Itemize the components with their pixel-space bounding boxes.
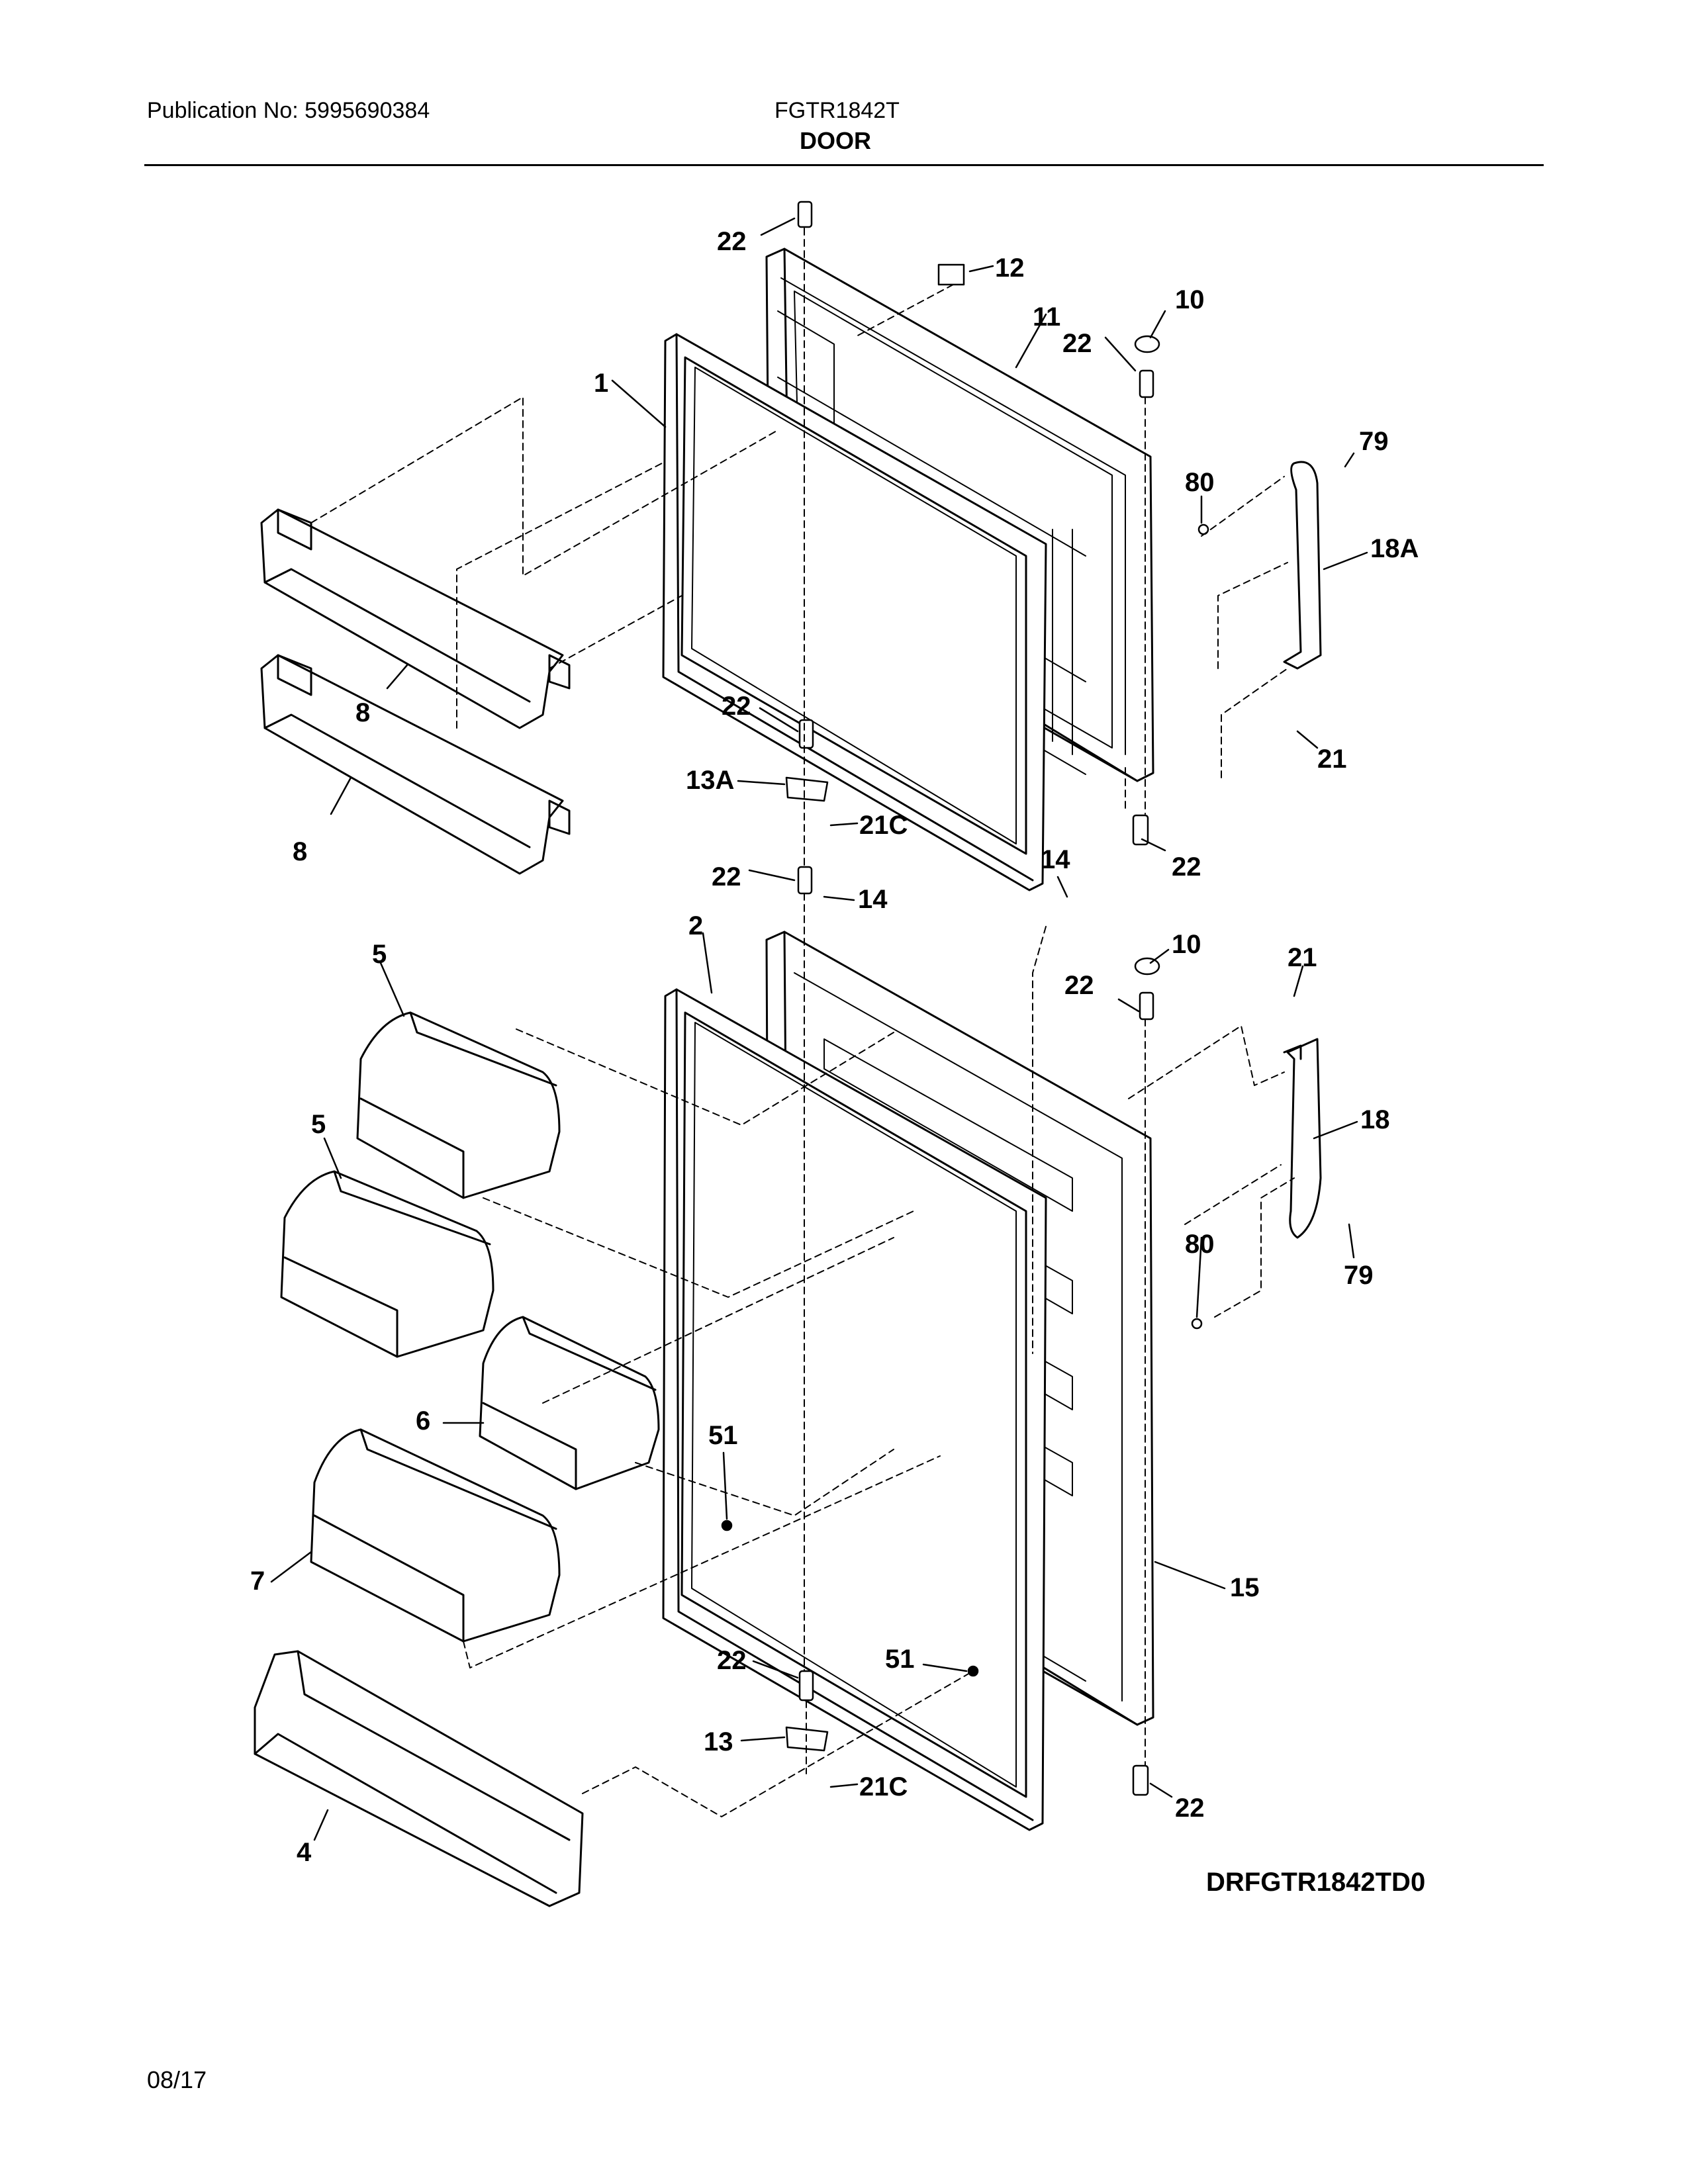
callout-22: 22 [722, 692, 751, 721]
callout-80: 80 [1185, 1230, 1215, 1259]
callout-51: 51 [885, 1645, 915, 1674]
part-callouts: 22 12 11 10 22 1 79 80 18A 8 22 21 13A 2… [250, 227, 1419, 1867]
callout-13: 13 [704, 1727, 733, 1756]
freezer-door-gasket [662, 333, 1047, 891]
callout-22: 22 [1064, 971, 1094, 1000]
door-bin-4 [254, 1650, 584, 1907]
freezer-door-bin-lower [260, 654, 571, 875]
callout-79: 79 [1359, 427, 1389, 456]
callout-79: 79 [1344, 1261, 1374, 1290]
callout-51: 51 [708, 1421, 738, 1450]
header-divider [144, 164, 1544, 166]
fresh-food-handle [1283, 1038, 1322, 1239]
section-title: DOOR [800, 127, 871, 154]
callout-13a: 13A [686, 766, 734, 795]
callout-5: 5 [311, 1110, 326, 1139]
callout-2: 2 [688, 911, 703, 940]
callout-8: 8 [355, 698, 370, 727]
callout-22: 22 [712, 862, 741, 891]
publication-number: Publication No: 5995690384 [147, 98, 430, 123]
callout-4: 4 [297, 1838, 312, 1867]
callout-5: 5 [372, 940, 387, 969]
fresh-food-door-gasket [662, 988, 1047, 1831]
callout-6: 6 [416, 1406, 430, 1435]
callout-22: 22 [1175, 1794, 1205, 1823]
callout-14: 14 [858, 885, 888, 914]
callout-15: 15 [1230, 1573, 1260, 1602]
callout-21c: 21C [859, 811, 908, 840]
callout-12: 12 [995, 253, 1025, 283]
leader-lines [270, 217, 1368, 1841]
callout-22: 22 [1062, 329, 1092, 358]
callout-18: 18 [1360, 1105, 1390, 1134]
callout-21: 21 [1317, 745, 1347, 774]
callout-10: 10 [1172, 930, 1201, 959]
freezer-handle [1283, 461, 1322, 670]
door-bin-5-lower [280, 1170, 494, 1358]
assembly-dashed-lines [310, 228, 1295, 1817]
callout-21: 21 [1288, 943, 1317, 972]
callout-7: 7 [250, 1567, 265, 1596]
callout-1: 1 [594, 369, 608, 398]
callout-10: 10 [1175, 285, 1205, 314]
model-number: FGTR1842T [774, 98, 900, 123]
callout-18a: 18A [1370, 534, 1419, 563]
callout-22: 22 [717, 227, 747, 256]
callout-21c: 21C [859, 1772, 908, 1801]
freezer-door-bin-upper [260, 508, 571, 729]
callout-80: 80 [1185, 468, 1215, 497]
door-bin-7 [310, 1428, 561, 1643]
door-bin-5-upper [356, 1011, 561, 1199]
callout-22: 22 [1172, 852, 1201, 882]
callout-8: 8 [293, 837, 307, 866]
diagram-code: DRFGTR1842TD0 [1206, 1868, 1426, 1897]
revision-date: 08/17 [147, 2066, 207, 2093]
door-bin-6 [479, 1316, 660, 1490]
callout-11: 11 [1033, 302, 1060, 332]
callout-22: 22 [717, 1646, 747, 1675]
callout-14: 14 [1041, 845, 1070, 874]
